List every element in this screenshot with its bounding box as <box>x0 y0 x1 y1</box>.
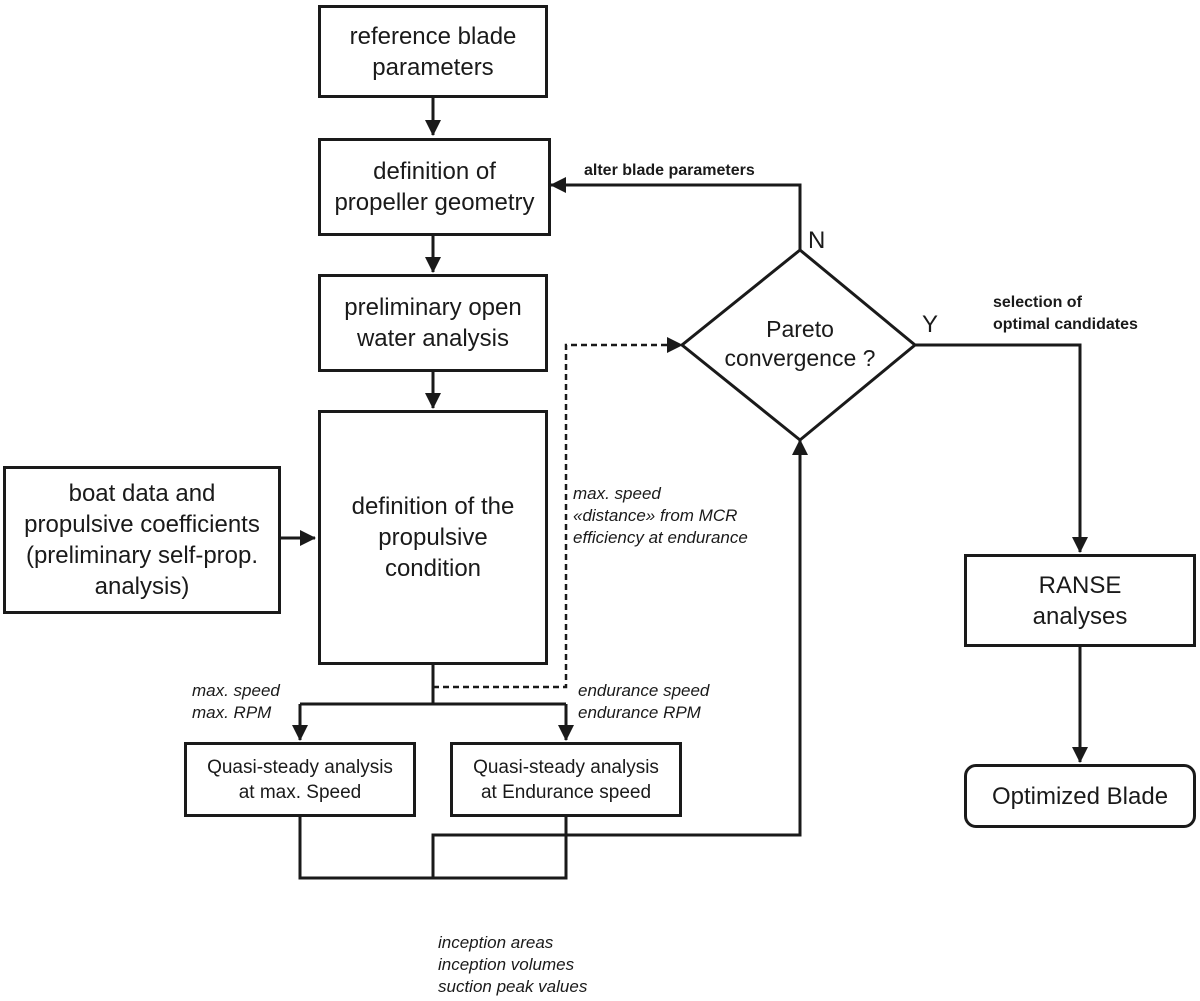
yes-label: Y <box>922 311 939 338</box>
objectives-label: max. speed «distance» from MCR efficienc… <box>573 484 748 547</box>
ranse-text: RANSE analyses <box>1032 571 1128 630</box>
no-label: N <box>808 227 826 254</box>
propulsive-condition-text: definition of the propulsive condition <box>351 493 515 582</box>
open-water-text: preliminary open water analysis <box>344 294 522 352</box>
max-condition-label: max. speed max. RPM <box>192 681 280 722</box>
quasi-steady-max-text: Quasi-steady analysis at max. Speed <box>207 756 393 803</box>
selection-candidates-label: selection of optimal candidates <box>993 294 1138 333</box>
reference-blade-text: reference blade parameters <box>349 22 517 81</box>
endurance-condition-label: endurance speed endurance RPM <box>578 681 710 722</box>
optimized-blade-box: Optimized Blade <box>964 764 1196 828</box>
open-water-box: preliminary open water analysis <box>318 274 548 372</box>
propulsive-condition-box: definition of the propulsive condition <box>318 410 548 665</box>
dashed-objectives-line <box>433 337 683 689</box>
outputs-label: inception areas inception volumes suctio… <box>438 933 588 996</box>
branch-line <box>300 665 435 706</box>
quasi-steady-endurance-box: Quasi-steady analysis at Endurance speed <box>450 742 682 817</box>
arrow-to-ranse <box>915 343 1088 553</box>
alter-blade-parameters-label: alter blade parameters <box>584 162 755 179</box>
quasi-steady-endurance-text: Quasi-steady analysis at Endurance speed <box>473 756 659 803</box>
ranse-box: RANSE analyses <box>964 554 1196 647</box>
quasi-steady-max-box: Quasi-steady analysis at max. Speed <box>184 742 416 817</box>
boat-data-box: boat data and propulsive coefficients (p… <box>3 466 281 614</box>
optimized-blade-text: Optimized Blade <box>991 782 1169 810</box>
propeller-geometry-text: definition of propeller geometry <box>334 158 535 216</box>
propeller-geometry-box: definition of propeller geometry <box>318 138 551 236</box>
arrow-outputs-to-decision <box>431 439 808 878</box>
reference-blade-box: reference blade parameters <box>318 5 548 98</box>
arrow-alter-parameters <box>550 177 802 250</box>
decision-diamond <box>679 248 918 442</box>
boat-data-text: boat data and propulsive coefficients (p… <box>24 480 260 600</box>
pareto-convergence-text: Pareto convergence ? <box>724 316 876 371</box>
